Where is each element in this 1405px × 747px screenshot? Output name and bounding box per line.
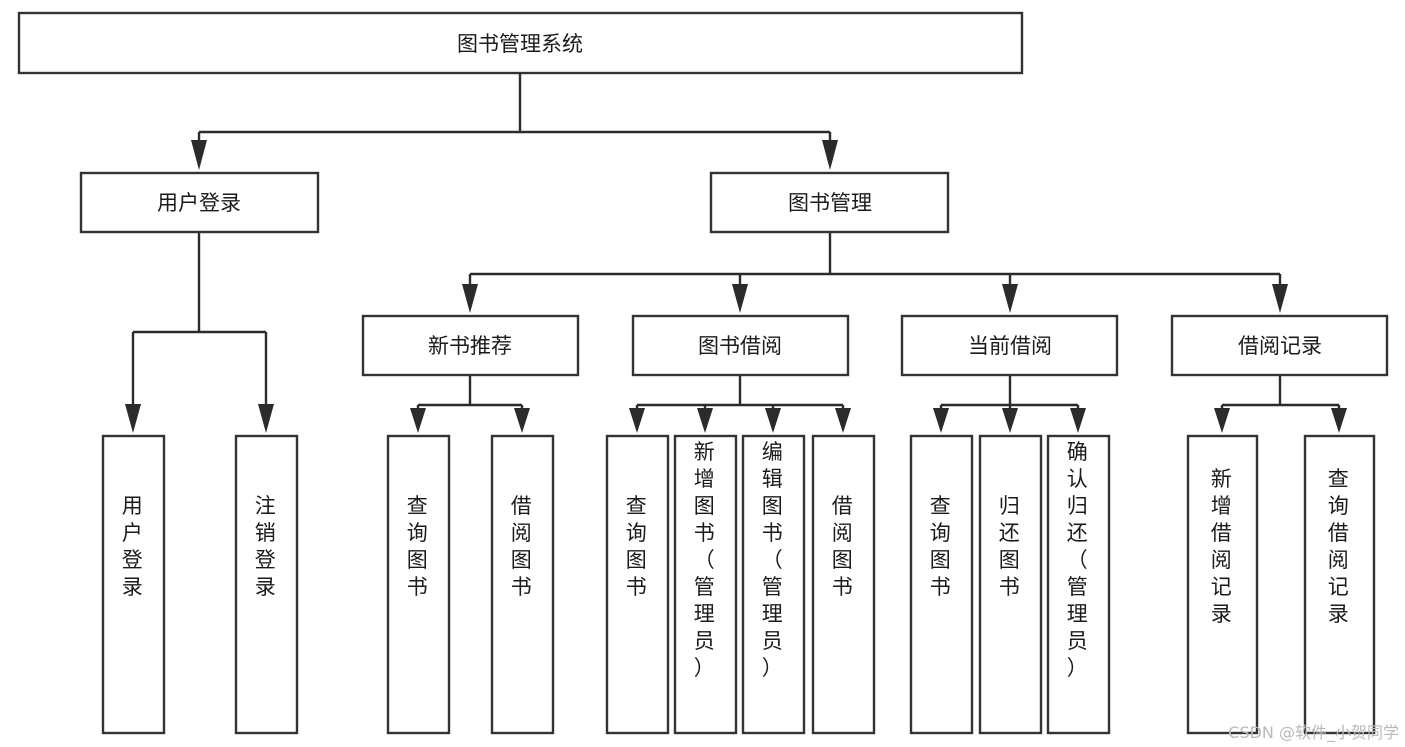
node-user-login-box[interactable] — [79, 171, 320, 234]
leaf-edit-book-box[interactable] — [741, 434, 806, 735]
arrow-to-borrow-record — [1272, 284, 1288, 313]
connectors-user-login-to-leaves — [125, 233, 274, 433]
leaf-query-book-1-box[interactable] — [386, 434, 451, 735]
leaf-return-book-box[interactable] — [978, 434, 1043, 735]
leaf-query-book-2[interactable]: 查询图书 — [605, 434, 670, 735]
arrow-to-leaf-query-book-1 — [410, 408, 426, 433]
leaf-query-record-label: 查询借阅记录 — [1328, 467, 1351, 626]
arrow-to-leaf-query-book-3 — [933, 408, 949, 433]
arrow-to-book-borrow — [732, 284, 748, 313]
leaf-borrow-book-1[interactable]: 借阅图书 — [490, 434, 555, 735]
leaf-user-logout-box[interactable] — [234, 434, 299, 735]
node-book-manage-label: 图书管理 — [788, 191, 872, 215]
arrow-to-leaf-confirm-return — [1070, 408, 1086, 433]
node-new-book-rec-label: 新书推荐 — [428, 334, 512, 358]
node-book-borrow-box[interactable] — [631, 314, 850, 377]
node-new-book-rec-box[interactable] — [361, 314, 580, 377]
connectors-book-borrow-to-leaves — [629, 376, 851, 433]
node-current-borrow-label: 当前借阅 — [968, 334, 1052, 358]
leaf-add-record-box[interactable] — [1186, 434, 1259, 735]
leaf-edit-book-label: 编辑图书（管理员） — [762, 440, 785, 680]
arrow-to-leaf-return-book — [1002, 408, 1018, 433]
leaf-user-login-box[interactable] — [101, 434, 166, 735]
leaf-add-book-box[interactable] — [673, 434, 738, 735]
node-book-borrow[interactable]: 图书借阅 — [631, 314, 850, 377]
node-borrow-record-box[interactable] — [1170, 314, 1389, 377]
leaf-user-logout-label: 注销登录 — [255, 494, 278, 599]
connectors-book-manage-to-level3 — [462, 233, 1288, 313]
arrow-to-leaf-add-record — [1214, 408, 1230, 433]
arrow-to-leaf-borrow-book-1 — [514, 408, 530, 433]
leaf-user-login[interactable]: 用户登录 — [101, 434, 166, 735]
leaf-edit-book[interactable]: 编辑图书（管理员） — [741, 434, 806, 735]
node-root-label: 图书管理系统 — [457, 32, 583, 56]
arrow-root-to-user-login — [191, 140, 207, 170]
node-current-borrow[interactable]: 当前借阅 — [900, 314, 1119, 377]
leaf-user-logout[interactable]: 注销登录 — [234, 434, 299, 735]
leaf-query-record-box[interactable] — [1303, 434, 1376, 735]
connectors-root-to-level2 — [191, 73, 838, 170]
leaf-add-record-label: 新增借阅记录 — [1211, 467, 1234, 626]
leaf-confirm-return-box[interactable] — [1046, 434, 1111, 735]
leaf-confirm-return[interactable]: 确认归还（管理员） — [1046, 434, 1111, 735]
node-book-manage-box[interactable] — [709, 171, 950, 234]
arrow-to-leaf-borrow-book-2 — [835, 408, 851, 433]
leaf-query-book-1-label: 查询图书 — [407, 494, 430, 599]
leaf-add-book-label: 新增图书（管理员） — [694, 440, 717, 680]
node-borrow-record-label: 借阅记录 — [1238, 334, 1322, 358]
arrow-to-leaf-query-record — [1331, 408, 1347, 433]
node-user-login[interactable]: 用户登录 — [79, 171, 320, 234]
connectors-current-borrow-to-leaves — [933, 376, 1086, 433]
connectors-new-book-rec-to-leaves — [410, 376, 530, 433]
node-book-manage[interactable]: 图书管理 — [709, 171, 950, 234]
leaf-return-book-label: 归还图书 — [999, 494, 1022, 599]
leaf-borrow-book-1-box[interactable] — [490, 434, 555, 735]
leaf-query-book-1[interactable]: 查询图书 — [386, 434, 451, 735]
connectors-borrow-record-to-leaves — [1214, 376, 1347, 433]
leaf-query-book-3-label: 查询图书 — [930, 494, 953, 599]
node-borrow-record[interactable]: 借阅记录 — [1170, 314, 1389, 377]
leaf-add-record[interactable]: 新增借阅记录 — [1186, 434, 1259, 735]
leaf-user-login-label: 用户登录 — [122, 494, 145, 599]
node-root-box[interactable] — [17, 11, 1024, 75]
csdn-watermark: CSDN @软件_小贺同学 — [1228, 723, 1399, 742]
leaf-query-book-2-label: 查询图书 — [626, 494, 649, 599]
arrow-root-to-book-manage — [822, 140, 838, 170]
node-current-borrow-box[interactable] — [900, 314, 1119, 377]
leaf-query-record[interactable]: 查询借阅记录 — [1303, 434, 1376, 735]
node-user-login-label: 用户登录 — [157, 191, 241, 215]
arrow-to-leaf-query-book-2 — [629, 408, 645, 433]
leaf-query-book-3[interactable]: 查询图书 — [909, 434, 974, 735]
node-new-book-rec[interactable]: 新书推荐 — [361, 314, 580, 377]
arrow-to-current-borrow — [1002, 284, 1018, 313]
node-root[interactable]: 图书管理系统 — [17, 11, 1024, 75]
leaf-borrow-book-1-label: 借阅图书 — [511, 494, 534, 599]
leaf-query-book-2-box[interactable] — [605, 434, 670, 735]
arrow-to-new-book-rec — [462, 284, 478, 313]
arrow-to-leaf-user-login — [125, 404, 141, 433]
arrow-to-leaf-add-book — [697, 408, 713, 433]
leaf-query-book-3-box[interactable] — [909, 434, 974, 735]
leaf-confirm-return-label: 确认归还（管理员） — [1067, 440, 1090, 680]
leaf-return-book[interactable]: 归还图书 — [978, 434, 1043, 735]
leaf-borrow-book-2[interactable]: 借阅图书 — [811, 434, 876, 735]
leaf-borrow-book-2-label: 借阅图书 — [832, 494, 855, 599]
arrow-to-leaf-user-logout — [258, 404, 274, 433]
leaf-add-book[interactable]: 新增图书（管理员） — [673, 434, 738, 735]
arrow-to-leaf-edit-book — [765, 408, 781, 433]
leaf-borrow-book-2-box[interactable] — [811, 434, 876, 735]
node-book-borrow-label: 图书借阅 — [698, 334, 782, 358]
